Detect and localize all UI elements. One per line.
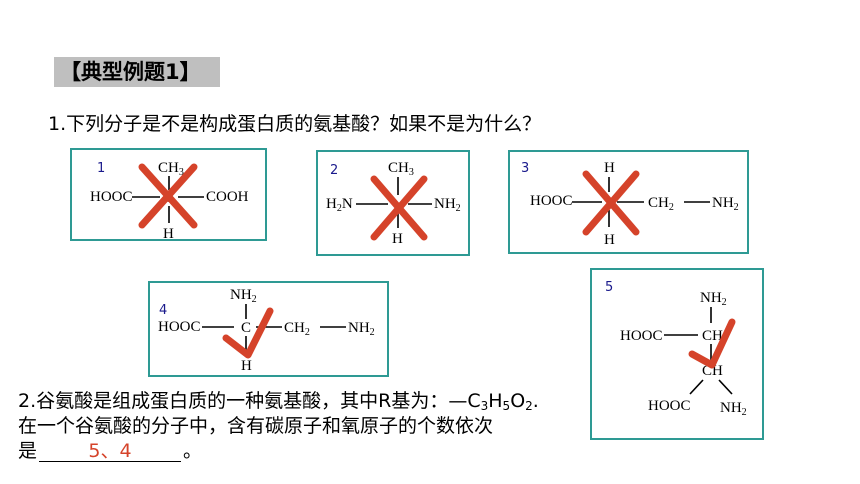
molecule-number: 5 bbox=[605, 280, 613, 295]
center-atom: C bbox=[241, 320, 251, 336]
lower-center-atom: CH bbox=[702, 363, 723, 379]
top-group: H bbox=[604, 160, 615, 176]
left-group: HOOC bbox=[620, 328, 663, 344]
bottom-left-group: HOOC bbox=[648, 398, 691, 414]
formula-sub-h: 5 bbox=[502, 399, 511, 413]
far-right-group: NH2 bbox=[712, 195, 739, 213]
top-group: NH2 bbox=[700, 290, 727, 308]
formula-sub-c: 3 bbox=[480, 399, 489, 413]
right-group: COOH bbox=[206, 189, 249, 205]
example-title: 【典型例题1】 bbox=[54, 57, 220, 87]
molecule-number: 2 bbox=[330, 163, 338, 178]
formula-sub-o: 2 bbox=[525, 399, 533, 413]
question-2-prefix: 2.谷氨酸是组成蛋白质的一种氨基酸，其中R基为：—C bbox=[18, 390, 481, 412]
question-2-line-2: 在一个谷氨酸的分子中，含有碳原子和氧原子的个数依次 bbox=[18, 415, 494, 437]
top-group: NH2 bbox=[230, 287, 257, 305]
bottom-group: H bbox=[604, 232, 615, 248]
bottom-right-group: NH2 bbox=[720, 400, 747, 418]
answer-blank: 5、4 bbox=[39, 441, 182, 462]
bottom-group: H bbox=[163, 226, 174, 242]
formula-end: . bbox=[532, 390, 539, 412]
molecule-number: 1 bbox=[97, 161, 105, 176]
right-group: CH2 bbox=[284, 320, 310, 338]
bottom-group: H bbox=[392, 231, 403, 247]
molecule-number: 3 bbox=[521, 161, 529, 176]
left-group: HOOC bbox=[530, 193, 573, 209]
check-mark bbox=[688, 318, 736, 369]
left-group: HOOC bbox=[158, 319, 201, 335]
molecule-box-4: 4 NH2 HOOC C CH2 NH2 H bbox=[148, 281, 389, 377]
far-right-group: NH2 bbox=[348, 320, 375, 338]
line-3-prefix: 是 bbox=[18, 440, 38, 462]
question-1: 1.下列分子是不是构成蛋白质的氨基酸？如果不是为什么？ bbox=[48, 113, 542, 135]
question-2-line-1: 2.谷氨酸是组成蛋白质的一种氨基酸，其中R基为：—C3H5O2. bbox=[18, 389, 539, 418]
molecule-box-3: 3 H HOOC CH2 NH2 H bbox=[508, 150, 749, 254]
left-group: HOOC bbox=[90, 189, 133, 205]
check-mark bbox=[222, 307, 274, 359]
center-atom: CH bbox=[702, 328, 723, 344]
right-group: CH2 bbox=[648, 195, 674, 213]
formula-h: H bbox=[488, 390, 503, 412]
right-group: NH2 bbox=[434, 196, 461, 214]
top-group: CH3 bbox=[388, 160, 414, 178]
top-group: CH3 bbox=[158, 160, 184, 178]
line-3-suffix: 。 bbox=[183, 440, 203, 462]
molecule-box-2: 2 CH3 H2N NH2 H bbox=[316, 150, 470, 256]
formula-o: O bbox=[510, 390, 526, 412]
molecule-number: 4 bbox=[159, 303, 167, 318]
molecule-box-5: 5 NH2 HOOC CH CH HOOC NH2 bbox=[590, 268, 764, 440]
molecule-box-1: 1 CH3 HOOC C COOH H bbox=[70, 148, 267, 242]
left-group: H2N bbox=[326, 196, 353, 214]
bottom-group: H bbox=[241, 358, 252, 374]
